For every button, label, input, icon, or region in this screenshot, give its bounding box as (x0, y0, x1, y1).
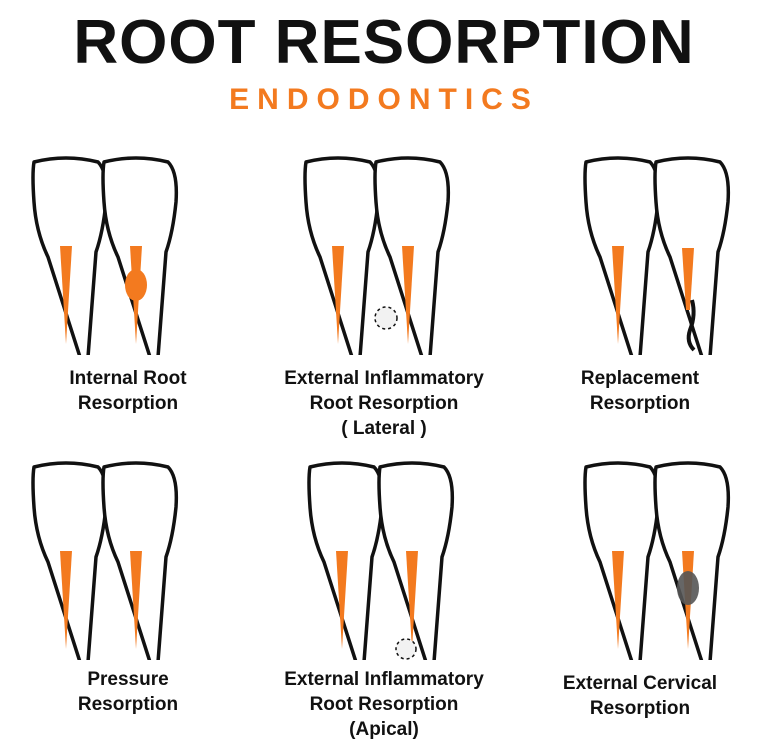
teeth-external-cervical-illustration (583, 461, 731, 660)
cervical-resorption-lesion (677, 571, 699, 605)
canal-right (406, 551, 418, 649)
teeth-external-apical-illustration (307, 461, 455, 660)
canal-right-partial (682, 248, 694, 310)
teeth-external-lateral-illustration (303, 156, 451, 355)
page-title: ROOT RESORPTION (73, 8, 695, 77)
canal-left (612, 551, 624, 649)
canal-right (130, 551, 142, 649)
teeth-replacement-illustration (583, 156, 731, 355)
canal-left (60, 551, 72, 649)
teeth-internal-illustration (31, 156, 179, 355)
canal-right (402, 246, 414, 344)
apical-resorption-defect (395, 638, 417, 660)
internal-resorption-lesion (125, 269, 147, 301)
canal-left (332, 246, 344, 344)
canal-left (336, 551, 348, 649)
page-subtitle: ENDODONTICS (229, 83, 539, 116)
lateral-resorption-defect (374, 306, 398, 330)
teeth-pressure-illustration (31, 461, 179, 660)
canal-left (612, 246, 624, 344)
ankylosis-irregular-surface (686, 299, 696, 352)
canal-left (60, 246, 72, 344)
